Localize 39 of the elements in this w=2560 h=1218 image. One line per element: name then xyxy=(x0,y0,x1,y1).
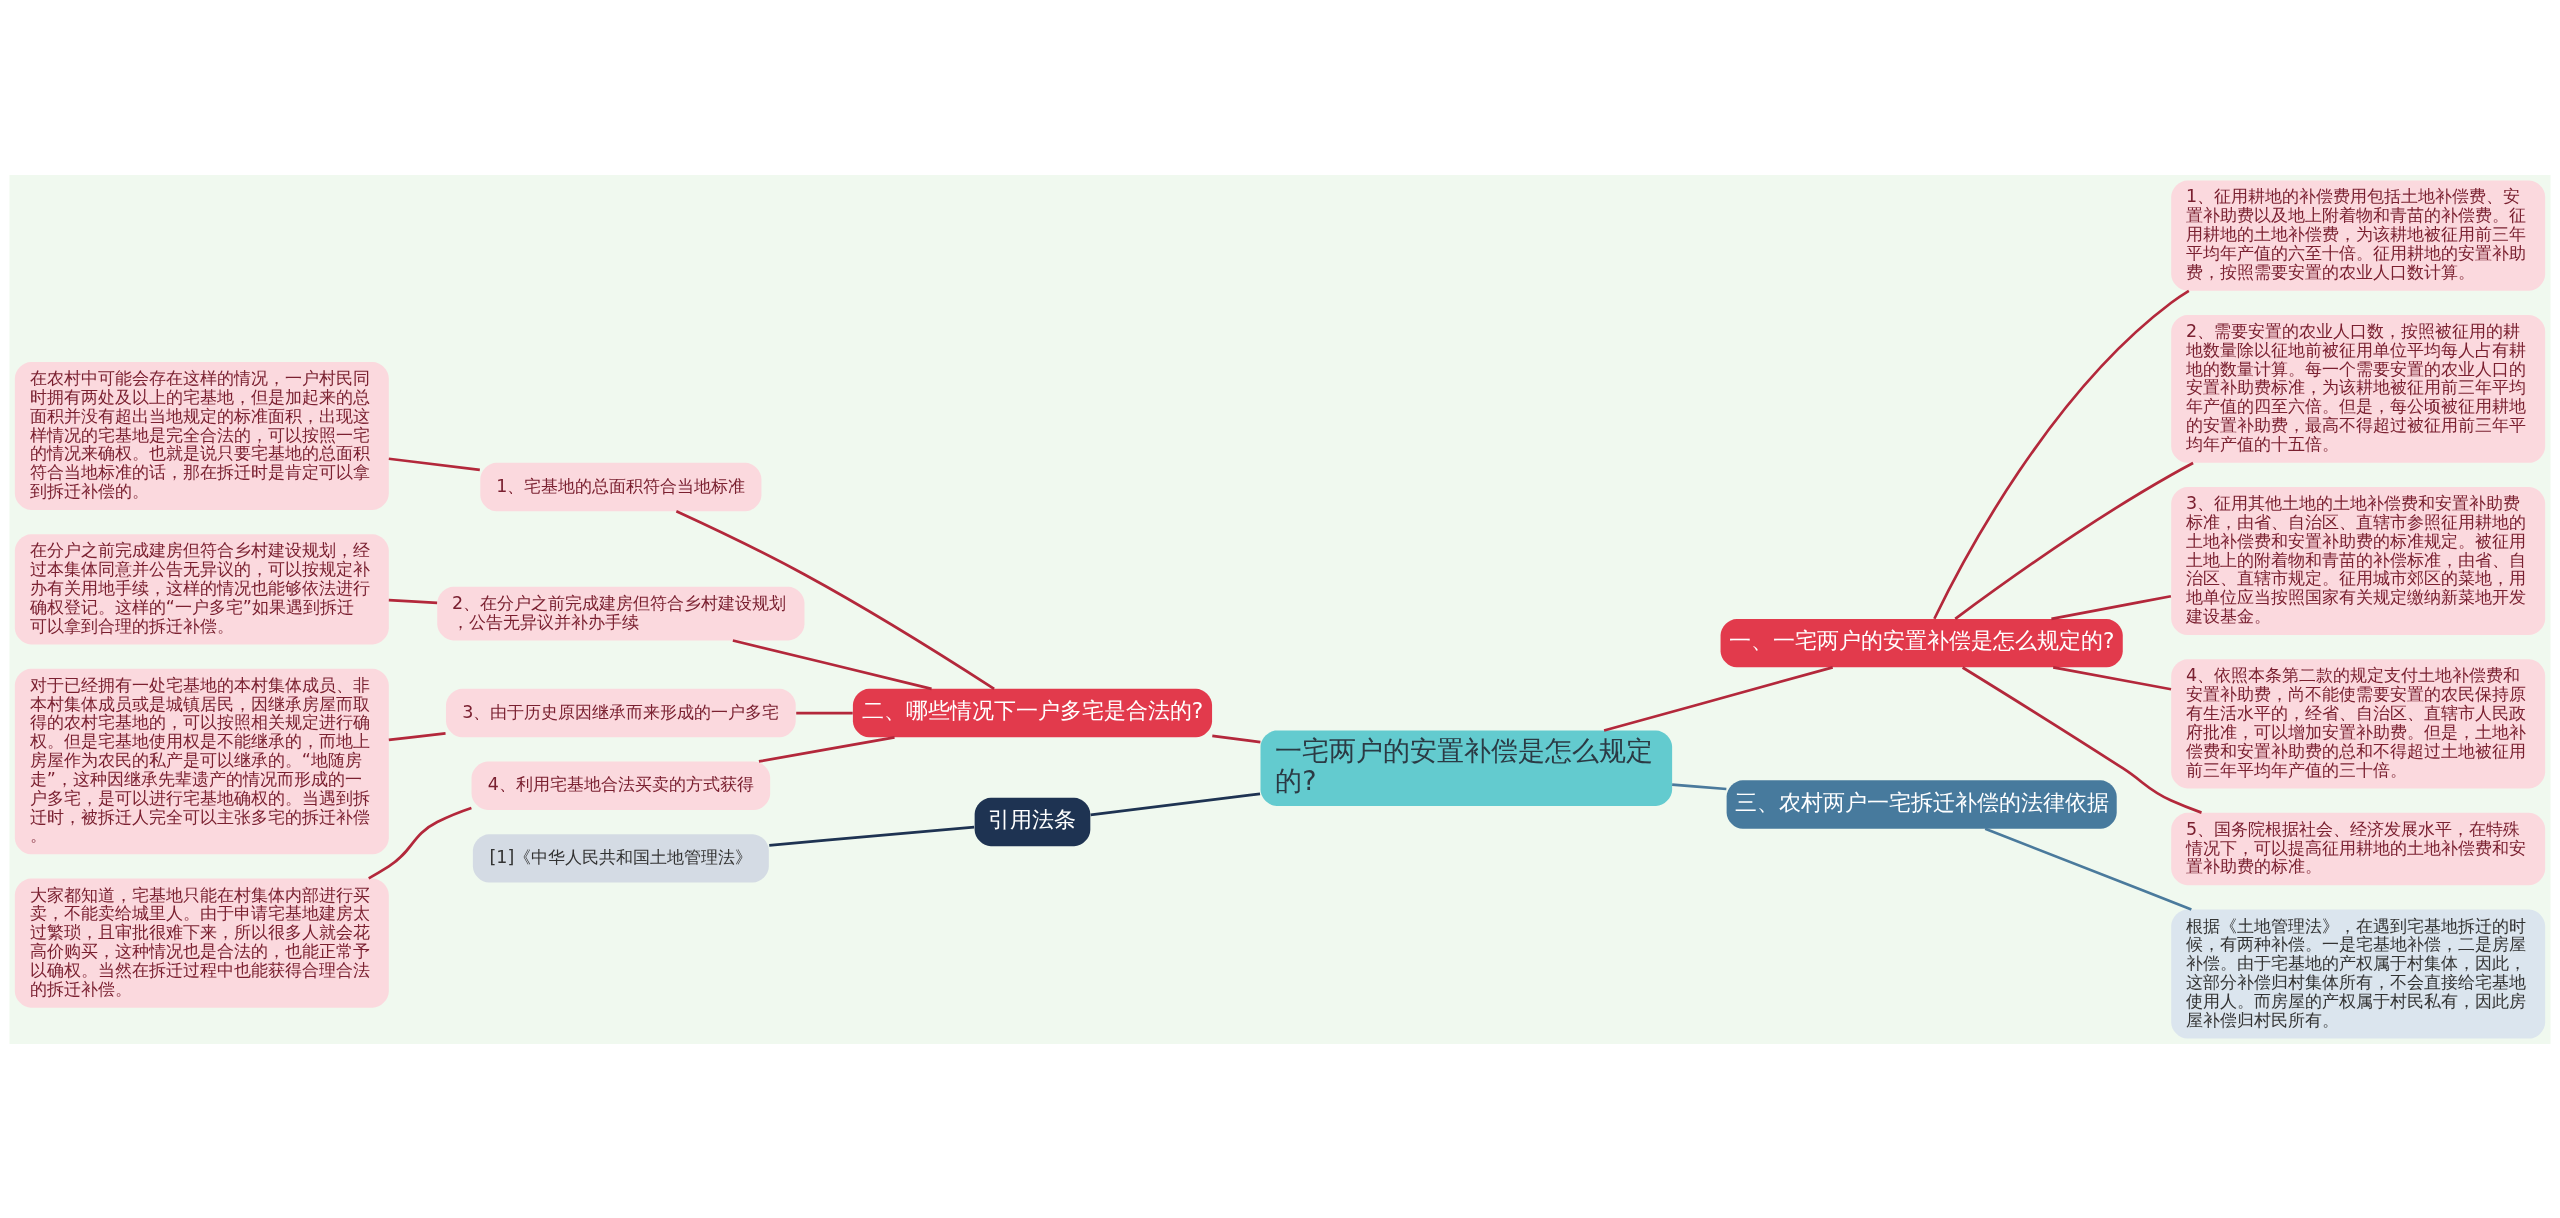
node-box: 一、一宅两户的安置补偿是怎么规定的? xyxy=(1720,618,2123,667)
node-box: 在分户之前完成建房但符合乡村建设规划，经过本集体同意并公告无异议的，可以按规定补办有关用地手续，这样的情况也能够依法进行确权登记。这样的“一户多宅”如果遇到拆迁可以拿到合理的拆迁补偿。 xyxy=(14,533,389,644)
connector xyxy=(1933,289,2190,619)
connector xyxy=(388,456,480,471)
connector xyxy=(796,711,853,714)
connector xyxy=(388,731,446,741)
node-box: 根据《土地管理法》，在遇到宅基地拆迁的时候，有两种补偿。一是宅基地补偿，二是房屋补偿。由于宅基地的产权属于村集体，因此，这部分补偿归村集体所有，不会直接给宅基地使用人。而房屋的产权属于村民私有，因此房屋补偿归村民所有。 xyxy=(2171,909,2546,1039)
node-box: 5、国务院根据社会、经济发展水平，在特殊情况下，可以提高征用耕地的土地补偿费和安置补助费的标准。 xyxy=(2171,812,2546,885)
node-box: 在农村中可能会存在这样的情况，一户村民同时拥有两处及以上的宅基地，但是加起来的总面积并没有超出当地规定的标准面积，出现这样情况的宅基地是完全合法的，可以按照一宅的情况来确权。也就是说只要宅基地的总面积符合当地标准的话，那在拆迁时是肯定可以拿到拆迁补偿的。 xyxy=(14,361,389,510)
connector xyxy=(368,806,472,880)
node-box: 1、征用耕地的补偿费用包括土地补偿费、安置补助费以及地上附着物和青苗的补偿费。征用耕地的土地补偿费，为该耕地被征用前三年平均年产值的六至十倍。征用耕地的安置补助费，按照需要安置的农业人口数计算。 xyxy=(2171,179,2546,291)
node-box: 二、哪些情况下一户多宅是合法的? xyxy=(852,688,1213,737)
node-box: 4、利用宅基地合法买卖的方式获得 xyxy=(471,761,771,810)
node-box: 一宅两户的安置补偿是怎么规定的? xyxy=(1260,730,1673,806)
connector xyxy=(1961,665,2202,814)
node-box: 4、依照本条第二款的规定支付土地补偿费和安置补助费，尚不能使需要安置的农民保持原有生活水平的，经省、自治区、直辖市人民政府批准，可以增加安置补助费。但是，土地补偿费和安置补助费的总和不得超过土地被征用前三年平均年产值的三十倍。 xyxy=(2171,658,2546,788)
connector xyxy=(1212,734,1261,743)
connector xyxy=(2052,665,2172,691)
node-box: 3、征用其他土地的土地补偿费和安置补助费标准，由省、自治区、直辖市参照征用耕地的土地补偿费和安置补助费的标准规定。被征用土地上的附着物和青苗的补偿标准，由省、自治区、直辖市规定。征用城市郊区的菜地，用地单位应当按照国家有关规定缴纳新菜地开发建设基金。 xyxy=(2171,486,2546,635)
node-box: 2、在分户之前完成建房但符合乡村建设规划，公告无异议并补办手续 xyxy=(437,586,805,640)
node-box: 三、农村两户一宅拆迁补偿的法律依据 xyxy=(1726,779,2117,829)
connector xyxy=(388,598,438,604)
connector xyxy=(1954,461,2194,620)
node-box: 2、需要安置的农业人口数，按照被征用的耕地数量除以征地前被征用单位平均每人占有耕地的数量计算。每一个需要安置的农业人口的安置补助费标准，为该耕地被征用前三年平均年产值的四至六倍。但是，每公顷被征用耕地的安置补助费，最高不得超过被征用前三年平均年产值的十五倍。 xyxy=(2171,314,2546,463)
node-box: 对于已经拥有一处宅基地的本村集体成员、非本村集体成员或是城镇居民，因继承房屋而取得的农村宅基地的，可以按照相关规定进行确权。但是宅基地使用权是不能继承的，而地上房屋作为农民的私产是可以继承的。“地随房走”，这种因继承先辈遗产的情况而形成的一户多宅，是可以进行宅基地确权的。当遇到拆迁时，被拆迁人完全可以主张多宅的拆迁补偿。 xyxy=(14,668,389,854)
connector xyxy=(2051,594,2172,620)
node-box: 3、由于历史原因继承而来形成的一户多宅 xyxy=(446,688,796,737)
connector xyxy=(758,735,895,763)
node-box: [1]《中华人民共和国土地管理法》 xyxy=(472,833,769,883)
node-box: 1、宅基地的总面积符合当地标准 xyxy=(480,462,762,511)
connector xyxy=(675,509,995,690)
node-box: 引用法条 xyxy=(974,797,1091,846)
connector xyxy=(1984,827,2192,911)
connector xyxy=(1672,782,1727,790)
connector xyxy=(1090,791,1261,816)
connector xyxy=(732,638,932,690)
node-box: 大家都知道，宅基地只能在村集体内部进行买卖，不能卖给城里人。由于申请宅基地建房太过繁琐，且审批很难下来，所以很多人就会花高价购买，这种情况也是合法的，也能正常予以确权。当然在拆迁过程中也能获得合理合法的拆迁补偿。 xyxy=(14,878,389,1008)
connector xyxy=(769,825,975,847)
connector xyxy=(1603,665,1834,732)
